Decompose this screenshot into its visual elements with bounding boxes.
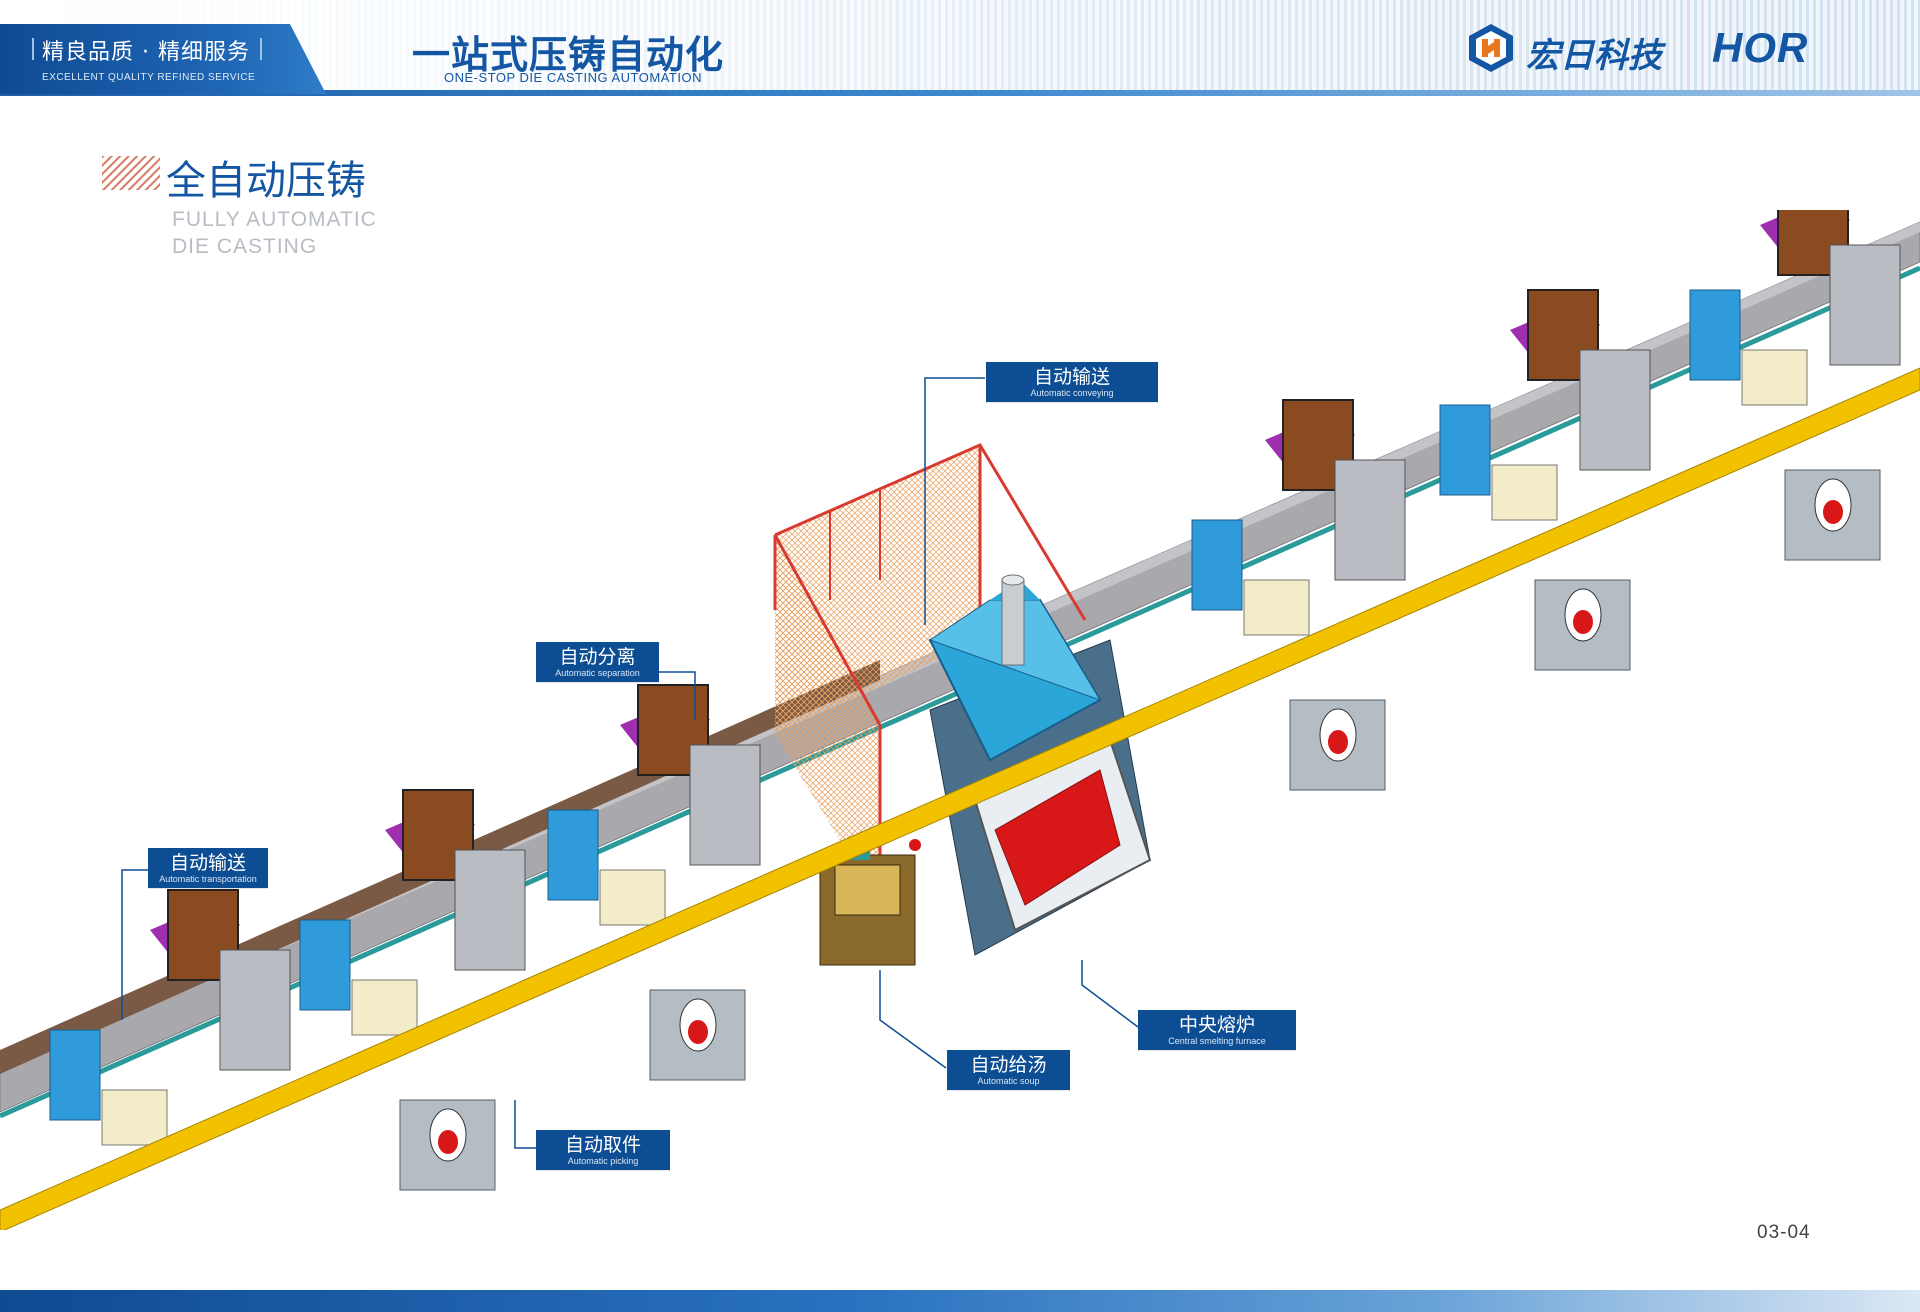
die-casting-line-diagram: [0, 210, 1920, 1230]
section-subtitle-line1: FULLY AUTOMATIC: [172, 208, 377, 231]
callout-conveying-en: Automatic conveying: [1030, 388, 1114, 398]
callout-separation-cn: 自动分离: [559, 646, 636, 668]
callout-picking-cn: 自动取件: [564, 1134, 641, 1156]
slogan-bar-left: [32, 38, 34, 60]
callout-transportation-cn: 自动输送: [169, 852, 246, 874]
section-subtitle: FULLY AUTOMATIC DIE CASTING: [172, 206, 377, 260]
header-subtitle: ONE-STOP DIE CASTING AUTOMATION: [444, 70, 702, 85]
callout-conveying-cn: 自动输送: [1033, 366, 1110, 388]
brand-name-cn: 宏日科技: [1526, 36, 1662, 76]
header-background: [0, 0, 1920, 96]
section-subtitle-line2: DIE CASTING: [172, 235, 318, 258]
callout-transportation-en: Automatic transportation: [159, 874, 257, 884]
callout-automatic-picking: 自动取件 Automatic picking: [536, 1130, 670, 1170]
central-furnace: [928, 574, 1152, 956]
callout-automatic-transportation: 自动输送 Automatic transportation: [148, 848, 268, 888]
section-hatch-decoration: [102, 156, 160, 190]
callout-soup-cn: 自动给汤: [970, 1054, 1047, 1076]
footer-bar: [0, 1290, 1920, 1312]
slogan-cn: 精良品质 · 精细服务: [42, 40, 250, 65]
callout-automatic-conveying: 自动输送 Automatic conveying: [986, 362, 1158, 402]
callout-picking-en: Automatic picking: [567, 1156, 639, 1166]
callout-automatic-separation: 自动分离 Automatic separation: [536, 642, 659, 682]
callout-separation-en: Automatic separation: [555, 668, 640, 678]
slogan-bar-right: [260, 38, 262, 60]
holding-furnaces: [399, 469, 1881, 1191]
callout-furnace-cn: 中央熔炉: [1178, 1014, 1255, 1036]
hexagon-h-logo-icon: [1469, 24, 1513, 72]
callout-automatic-soup: 自动给汤 Automatic soup: [947, 1050, 1070, 1090]
die-casting-cells: [150, 210, 1901, 1071]
brand-name-en: HOR: [1712, 24, 1809, 71]
slogan-badge: [0, 24, 326, 94]
slogan-en: EXCELLENT QUALITY REFINED SERVICE: [42, 72, 256, 83]
callout-furnace-en: Central smelting furnace: [1168, 1036, 1266, 1046]
header-divider: [0, 90, 1920, 96]
page-header: 精良品质 · 精细服务 EXCELLENT QUALITY REFINED SE…: [0, 0, 1920, 96]
callout-soup-en: Automatic soup: [977, 1076, 1040, 1086]
yellow-overhead-rail: [0, 367, 1920, 1230]
control-cabinets: [49, 289, 1808, 1146]
page-number: 03-04: [1757, 1222, 1811, 1243]
safety-cage: [773, 443, 1087, 905]
header-title: 一站式压铸自动化: [412, 33, 725, 77]
callout-leader-lines: [121, 377, 1139, 1149]
callout-central-furnace: 中央熔炉 Central smelting furnace: [1138, 1010, 1296, 1050]
section-title: 全自动压铸: [166, 158, 366, 204]
